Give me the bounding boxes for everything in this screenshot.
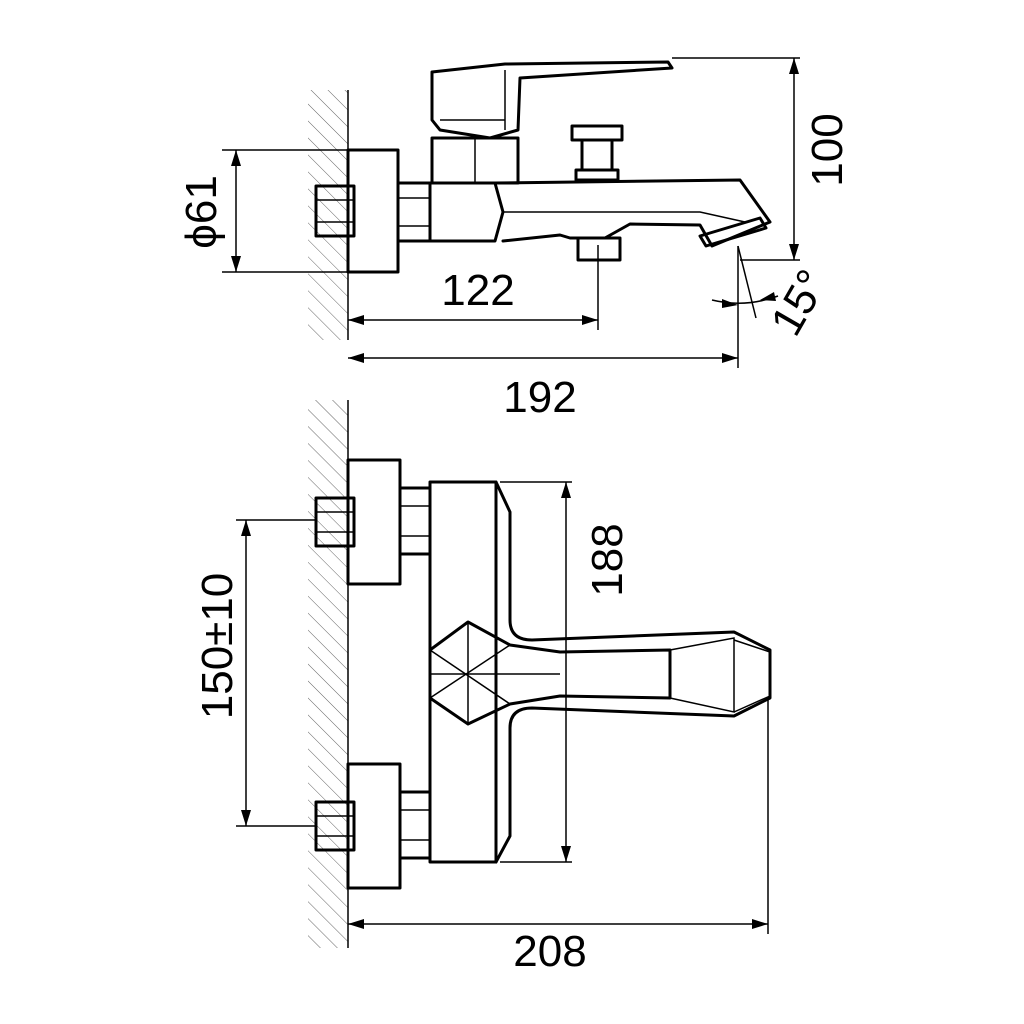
dim-spout-offset-label: 122 [441,266,514,315]
wall-hatch-top [308,90,348,340]
lever-handle-side [430,60,674,140]
dim-body-length: 188 [500,481,632,863]
wall-hatch-bottom [308,400,348,948]
dim-total-depth-label: 208 [513,927,586,976]
top-view: 150±10 188 208 [193,400,772,976]
nut-side [396,181,432,243]
handle-diamond-top [428,620,672,726]
diverter-knob-side [570,124,624,182]
dim-inlet-centres-label: 150±10 [193,573,242,720]
dim-total-depth: 208 [348,698,769,976]
spout-side [493,178,772,248]
dim-body-length-label: 188 [583,523,632,596]
dim-height-label: 100 [803,113,852,186]
spout-top [494,480,772,864]
dim-spout-offset: 122 [348,245,599,330]
dim-height: 100 [672,57,852,261]
dim-diameter-label: ϕ61 [177,175,226,249]
side-view: ϕ61 100 122 192 [177,57,852,422]
dim-angle-label: 15° [762,262,838,344]
dim-total-projection-label: 192 [503,373,576,422]
dim-inlet-centres: 150±10 [193,519,316,827]
dim-total-projection: 192 [348,246,739,422]
aerator-side [698,216,768,248]
bottom-outlet-side [576,236,622,262]
body-side [428,181,505,243]
dim-diameter: ϕ61 [177,149,348,273]
